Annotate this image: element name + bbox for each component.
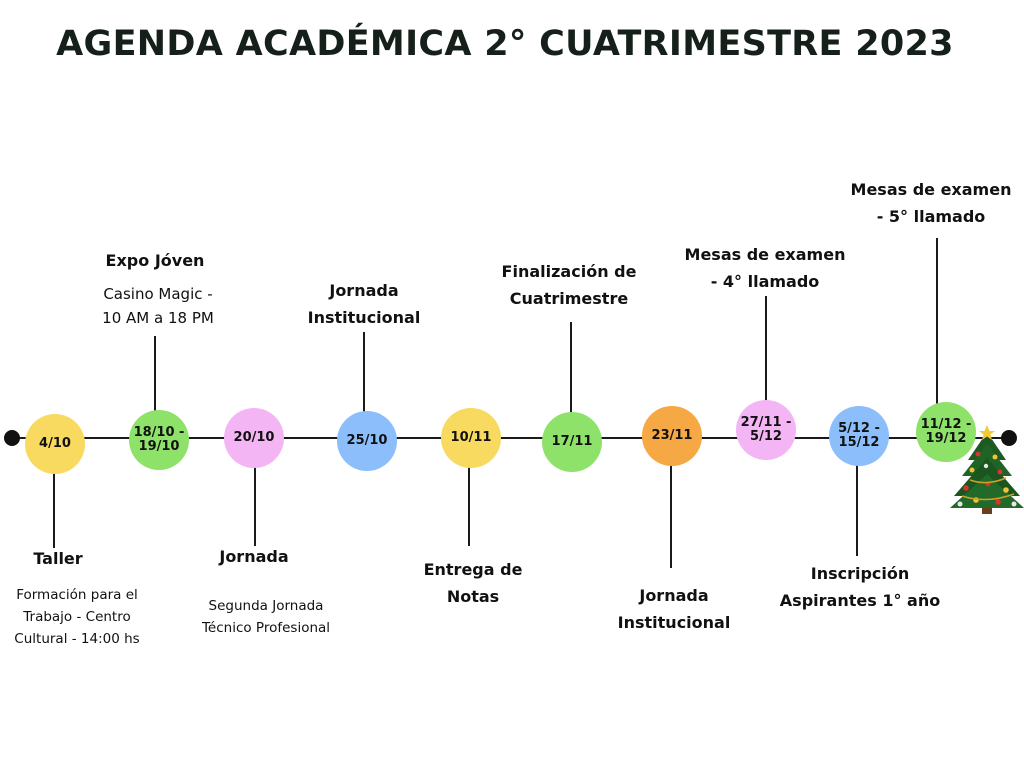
event-title: Jornada [219,547,289,566]
timeline-axis [12,437,1010,439]
connector-line [154,336,156,414]
connector-line [936,238,938,404]
event-date: 5/12 - 15/12 [838,421,880,450]
event-title: Expo Jóven [105,251,205,270]
event-date-node: 18/10 - 19/10 [129,410,189,470]
event-date: 23/11 [651,428,693,443]
event-date-node: 17/11 [542,412,602,472]
timeline-end-dot [1001,430,1017,446]
event-description: Casino Magic - 10 AM a 18 PM [102,285,214,327]
event-date-node: 20/10 [224,408,284,468]
event-date-node: 23/11 [642,406,702,466]
event-date-node: 11/12 - 19/12 [916,402,976,462]
connector-line [570,322,572,414]
event-date: 17/11 [551,434,593,449]
event-date-node: 4/10 [25,414,85,474]
event-date-node: 10/11 [441,408,501,468]
connector-line [765,296,767,402]
event-date: 11/12 - 19/12 [920,417,972,446]
event-date: 20/10 [233,430,275,445]
event-date-node: 5/12 - 15/12 [829,406,889,466]
connector-line [53,470,55,548]
event-title: Inscripción Aspirantes 1° año [779,564,941,610]
event-title: Mesas de examen - 4° llamado [684,245,846,291]
event-title: Entrega de Notas [423,560,523,606]
event-date: 10/11 [450,430,492,445]
christmas-tree-icon [950,425,1024,514]
page-title: AGENDA ACADÉMICA 2° CUATRIMESTRE 2023 [56,24,954,64]
connector-line [856,464,858,556]
event-title: Jornada Institucional [617,586,731,632]
event-date-node: 25/10 [337,411,397,471]
event-title: Jornada Institucional [307,281,421,327]
event-title: Mesas de examen - 5° llamado [850,180,1012,226]
timeline-start-dot [4,430,20,446]
event-date-node: 27/11 - 5/12 [736,400,796,460]
connector-line [670,462,672,568]
event-date: 18/10 - 19/10 [133,425,185,454]
event-date: 25/10 [346,433,388,448]
connector-line [468,464,470,546]
event-date: 27/11 - 5/12 [740,415,792,444]
event-title: Taller [33,549,83,568]
event-description: Segunda Jornada Técnico Profesional [201,598,331,636]
event-date: 4/10 [39,436,71,451]
connector-line [254,466,256,546]
connector-line [363,332,365,412]
event-title: Finalización de Cuatrimestre [501,262,637,308]
event-description: Formación para el Trabajo - Centro Cultu… [14,587,140,647]
